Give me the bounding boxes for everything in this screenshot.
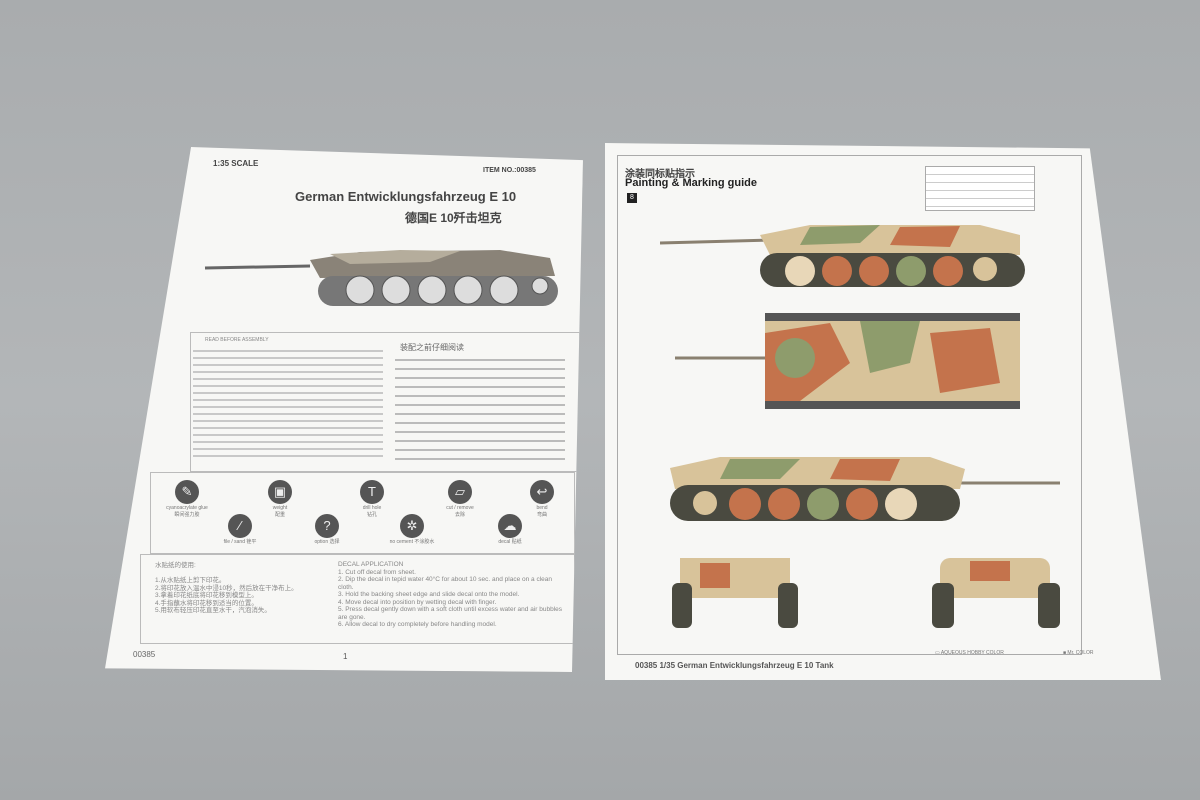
icon-label: no cement 不涂胶水	[389, 539, 435, 545]
read-before-cn: 装配之前仔细阅读	[400, 343, 464, 352]
tank-side-view-left	[660, 225, 1025, 287]
guide-title-cn: 涂装同标贴指示	[625, 169, 695, 180]
precautions-en	[193, 347, 383, 462]
bend-icon: ↩	[530, 480, 554, 504]
color-table	[925, 166, 1035, 211]
scale-label: 1:35 SCALE	[213, 159, 259, 168]
footer-code: 00385	[133, 650, 156, 659]
no-cement-icon: ✲	[400, 514, 424, 538]
icon-label: option 选择	[314, 539, 340, 545]
glue-icon: ✎	[175, 480, 199, 504]
kit-title-en: German Entwicklungsfahrzeug E 10	[295, 189, 517, 204]
legend-aqueous: ▭ AQUEOUS HOBBY COLOR	[935, 650, 1004, 656]
decal-instructions-cn: 水贴纸的使用: 1.从水贴纸上剪下印花。2.将印花放入温水中浸10秒，然后放在干…	[155, 562, 298, 614]
tank-front-view	[672, 558, 798, 628]
decal-instructions-en: DECAL APPLICATION 1. Cut off decal from …	[338, 561, 563, 628]
decal-icon: ☁	[498, 514, 522, 538]
page-number: 1	[343, 652, 348, 661]
icon-label: file / sand 锉平	[223, 539, 257, 545]
tank-camouflage-views	[660, 225, 1060, 628]
guide-footer: 00385 1/35 German Entwicklungsfahrzeug E…	[635, 661, 834, 670]
instruction-sheet-page-1: 1:35 SCALE ITEM NO.:00385 German Entwick…	[105, 147, 583, 672]
item-number: ITEM NO.:00385	[483, 167, 536, 174]
cut-icon: ▱	[448, 480, 472, 504]
weight-icon: ▣	[268, 480, 292, 504]
legend-mr-color: ■ Mr. COLOR	[1063, 650, 1094, 656]
drill-icon: T	[360, 480, 384, 504]
tank-top-view	[675, 313, 1020, 409]
file-icon: ⁄	[228, 514, 252, 538]
tank-side-view-right	[670, 457, 1060, 521]
icon-legend	[150, 472, 575, 554]
painting-guide-sheet: 涂装同标贴指示 Painting & Marking guide 8 ▭ AQU…	[605, 143, 1161, 680]
tank-rear-view	[932, 558, 1060, 628]
kit-title-cn: 德国E 10歼击坦克	[405, 211, 502, 225]
step-marker: 8	[627, 193, 637, 203]
option-icon: ?	[315, 514, 339, 538]
guide-title-en: Painting & Marking guide	[625, 177, 758, 189]
tank-side-illustration	[204, 250, 558, 306]
icon-label: decal 贴纸	[498, 539, 522, 545]
precautions-cn	[395, 355, 565, 460]
read-before-en: READ BEFORE ASSEMBLY	[205, 337, 269, 343]
